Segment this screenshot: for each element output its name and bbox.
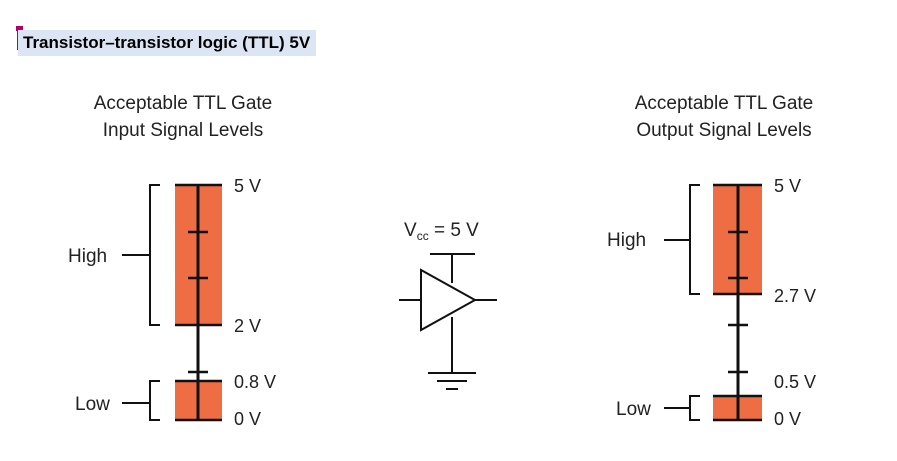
- input-scale-2v: 2 V: [234, 316, 261, 336]
- input-levels-panel: Acceptable TTL Gate Input Signal Levels …: [68, 93, 276, 429]
- input-scale-0-8v: 0.8 V: [234, 372, 276, 392]
- input-low-label: Low: [75, 394, 110, 415]
- input-low-bracket: [149, 380, 160, 421]
- input-ticks: [175, 183, 222, 422]
- output-levels-panel: Acceptable TTL Gate Output Signal Levels…: [607, 93, 816, 429]
- output-low-bracket: [689, 395, 700, 421]
- input-title-line1: Acceptable TTL Gate: [94, 93, 273, 114]
- input-high-bracket: [149, 184, 160, 326]
- output-scale-0-5v: 0.5 V: [774, 372, 816, 392]
- buffer-gate: Vcc = 5 V: [399, 220, 497, 390]
- output-scale-5v: 5 V: [774, 176, 801, 196]
- output-low-label: Low: [616, 399, 651, 420]
- input-scale-0v: 0 V: [234, 409, 261, 429]
- output-ticks: [713, 183, 762, 422]
- output-high-label: High: [607, 230, 646, 251]
- input-title-line2: Input Signal Levels: [103, 120, 264, 141]
- page-title: Transistor–transistor logic (TTL) 5V: [18, 30, 317, 56]
- ground-icon: [428, 372, 476, 390]
- input-scale-5v: 5 V: [234, 176, 261, 196]
- output-scale-2-7v: 2.7 V: [774, 286, 816, 306]
- output-title-line2: Output Signal Levels: [636, 120, 811, 141]
- vcc-label: Vcc = 5 V: [404, 220, 479, 243]
- input-high-label: High: [68, 246, 107, 267]
- output-scale-0v: 0 V: [774, 409, 801, 429]
- output-title-line1: Acceptable TTL Gate: [635, 93, 814, 114]
- buffer-triangle-icon: [420, 268, 478, 332]
- output-high-bracket: [689, 184, 700, 295]
